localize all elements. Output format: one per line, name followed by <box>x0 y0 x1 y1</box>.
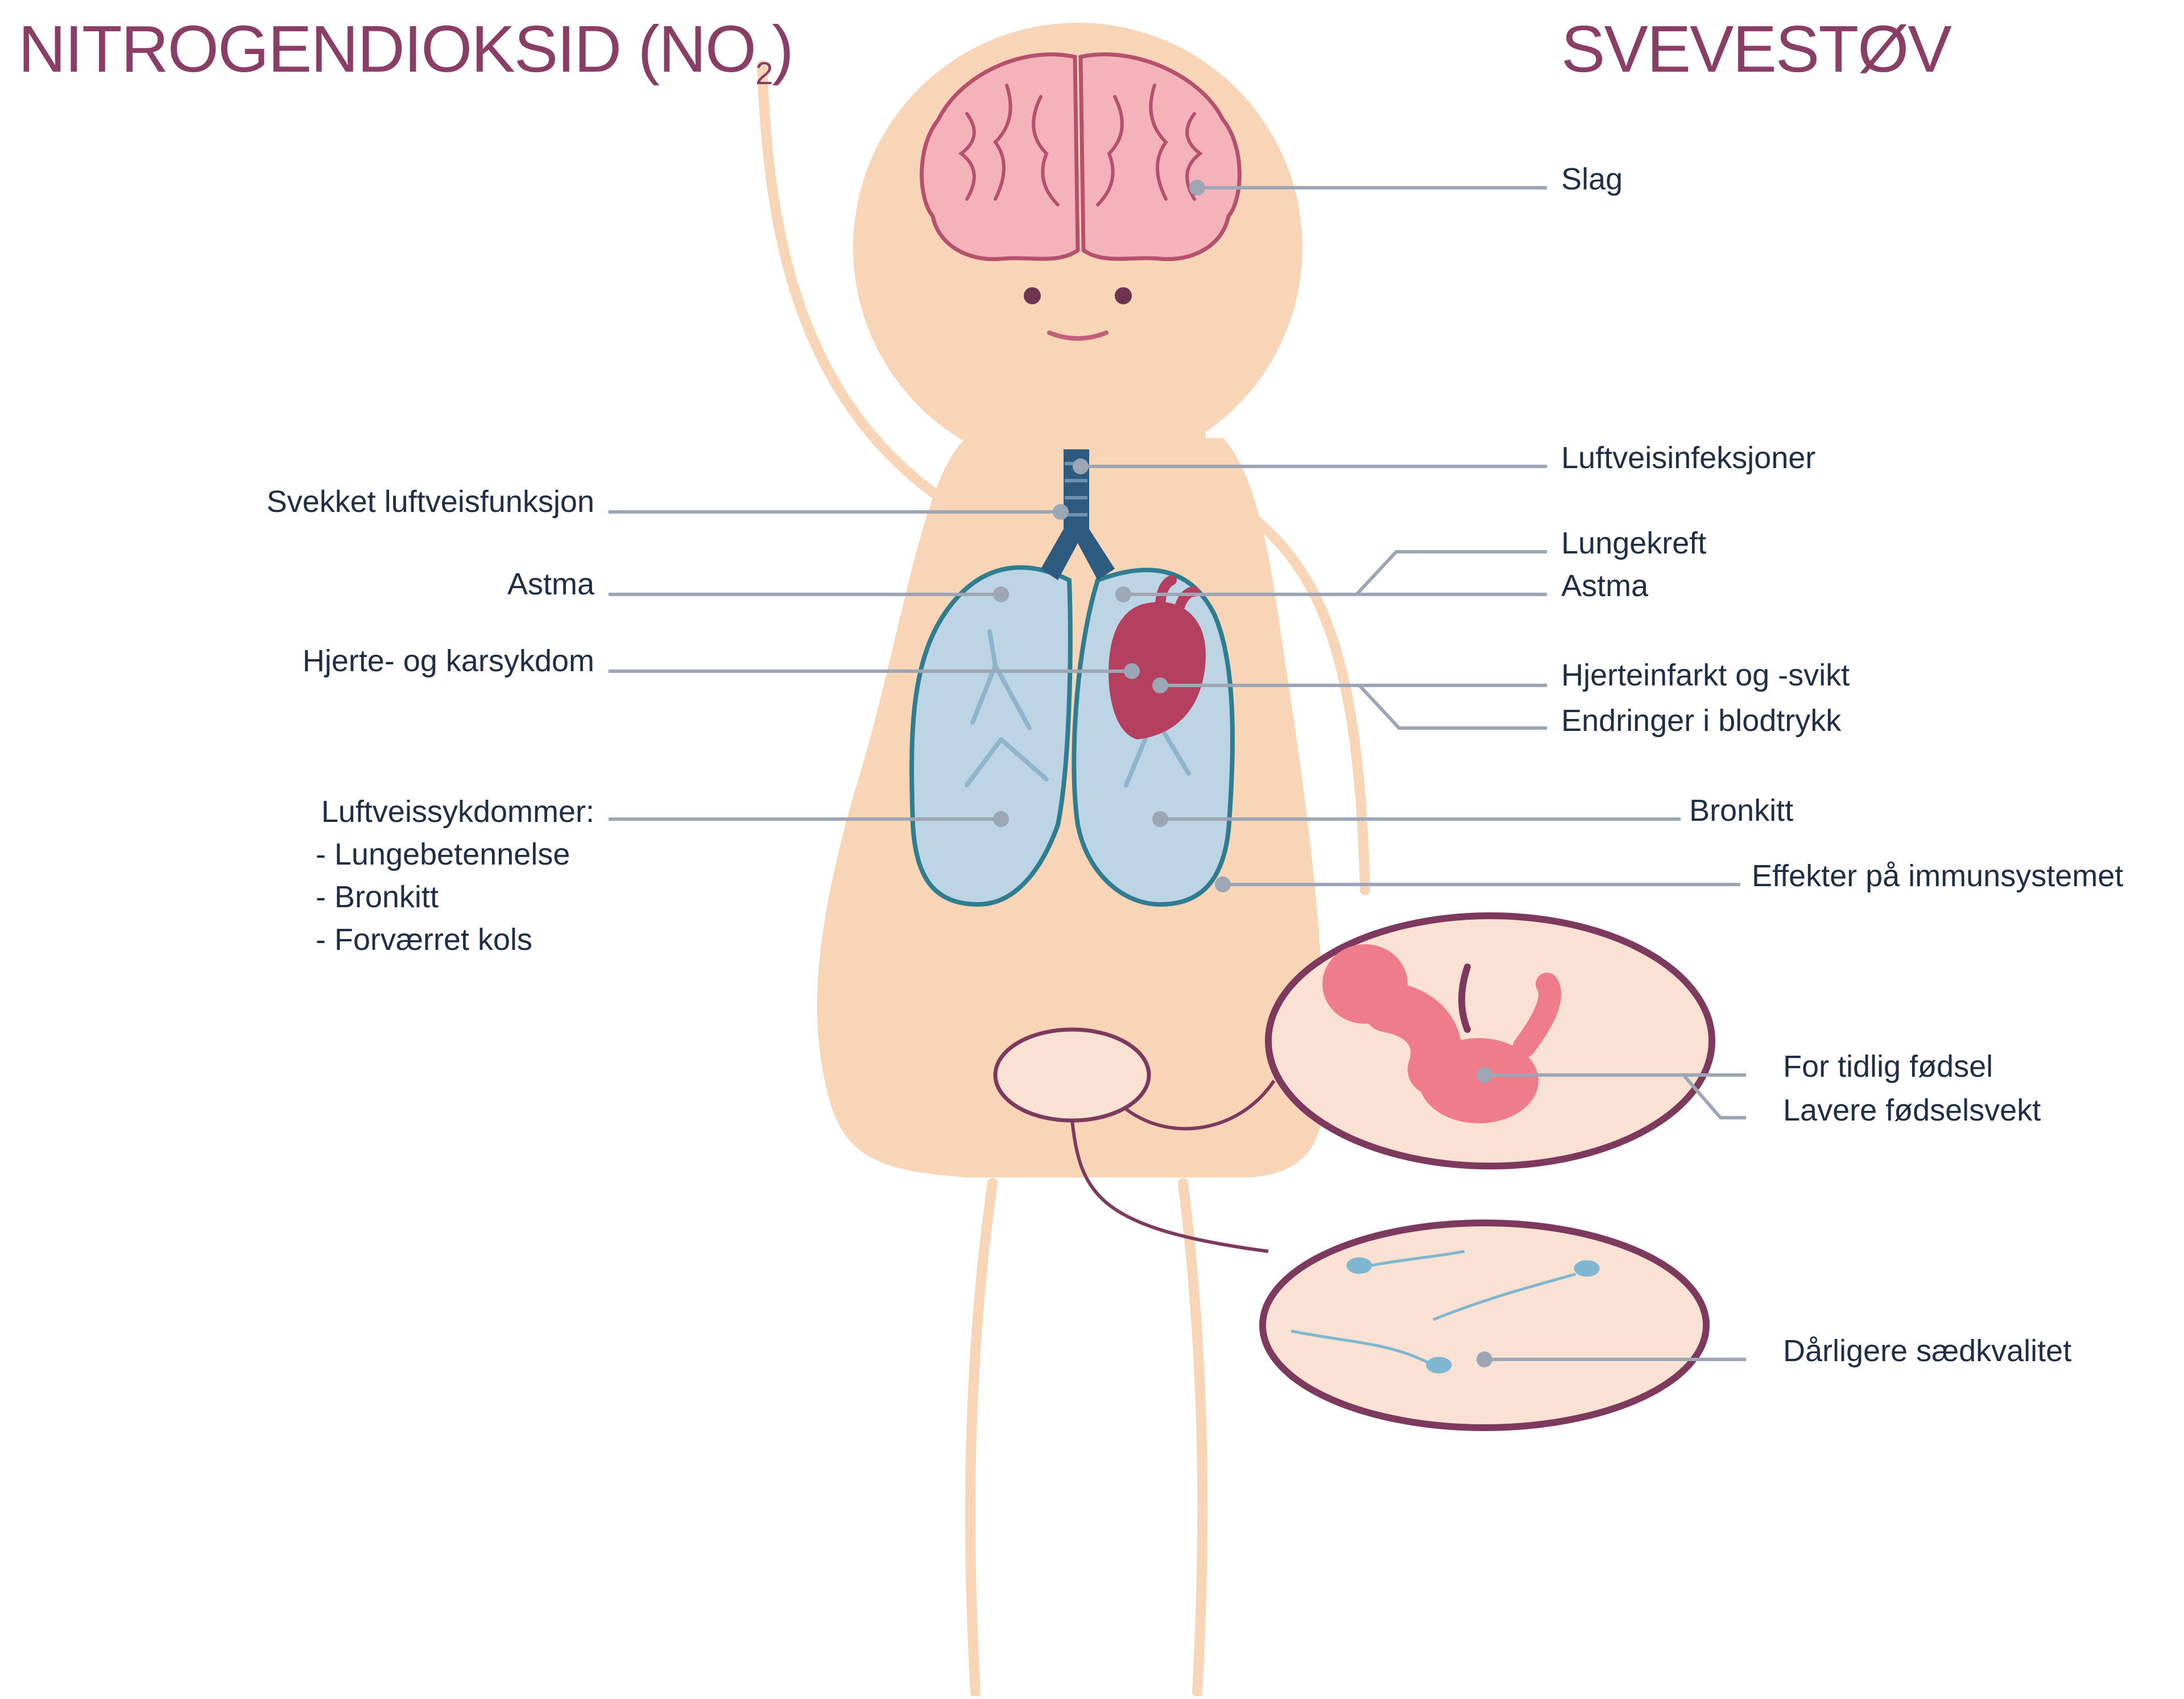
connector-to-sperm <box>1070 1120 1269 1253</box>
leader-lines <box>609 186 1746 1361</box>
no2-heading-text: NITROGENDIOKSID (NO <box>18 12 756 86</box>
label-svekket: Svekket luftveisfunksjon <box>266 485 594 519</box>
right-leg <box>1178 1178 1208 1697</box>
left-leg <box>965 1178 998 1697</box>
label-lungebetennelse: - Lungebetennelse <box>316 837 570 871</box>
leader-dots <box>993 180 1492 1367</box>
label-fodselsvekt: Lavere fødselsvekt <box>1783 1093 2041 1127</box>
label-hjerte: Hjerte- og karsykdom <box>302 644 594 678</box>
left-eye <box>1024 287 1041 304</box>
label-kols: - Forværret kols <box>316 923 533 957</box>
brain-icon <box>920 52 1242 262</box>
lowered-arm <box>1240 507 1370 895</box>
right-eye <box>1115 287 1132 304</box>
pm-heading: SVEVESTØV <box>1561 12 1952 86</box>
reproductive-organ <box>993 1027 1151 1123</box>
fetus-circle <box>1265 912 1715 1169</box>
label-lungekreft: Lungekreft <box>1561 526 1707 560</box>
neck <box>978 398 1206 478</box>
label-bronkitt-left: - Bronkitt <box>316 880 439 914</box>
no2-heading: NITROGENDIOKSID (NO2) <box>18 16 794 91</box>
smile <box>1047 330 1108 341</box>
label-saedkvalitet: Dårligere sædkvalitet <box>1783 1334 2072 1368</box>
fetus-icon <box>1322 944 1561 1123</box>
connector-to-fetus <box>1125 1080 1276 1131</box>
label-luftveisinfeksjoner: Luftveisinfeksjoner <box>1561 441 1816 475</box>
sperm-circle <box>1259 1220 1710 1431</box>
heart-icon <box>1108 575 1206 739</box>
label-tidlig-fodsel: For tidlig fødsel <box>1783 1049 1993 1084</box>
label-hjerteinfarkt: Hjerteinfarkt og -svikt <box>1561 658 1850 692</box>
label-luftveissykdommer: Luftveissykdommer: <box>321 795 594 829</box>
limbs <box>757 60 1370 1697</box>
raised-arm <box>757 60 949 506</box>
label-immunsystemet: Effekter på immunsystemet <box>1752 859 2124 893</box>
label-slag: Slag <box>1561 162 1623 196</box>
no2-subscript: 2 <box>755 55 773 91</box>
label-astma-left: Astma <box>507 567 594 601</box>
label-blodtrykk: Endringer i blodtrykk <box>1561 704 1842 738</box>
no2-heading-close: ) <box>772 12 794 86</box>
label-astma-right: Astma <box>1561 569 1649 603</box>
label-bronkitt-right: Bronkitt <box>1689 793 1794 828</box>
sperm-icon <box>1290 1250 1600 1374</box>
